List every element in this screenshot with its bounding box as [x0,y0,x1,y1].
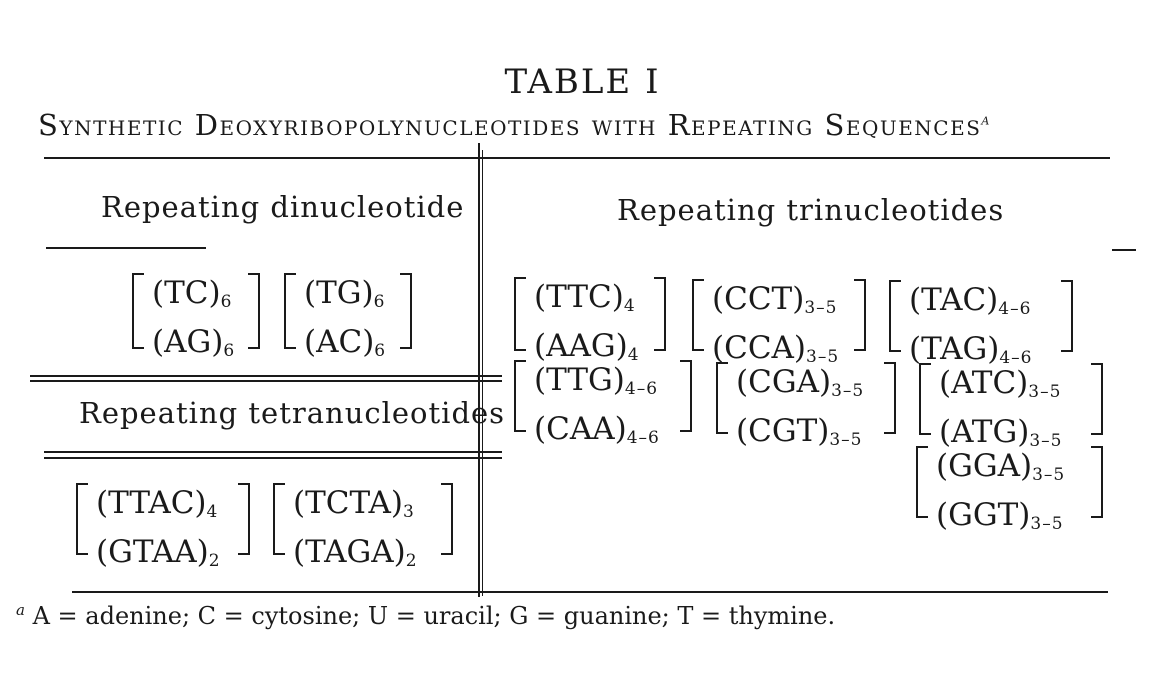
section-divider-1a [30,375,502,377]
sequence-pair: (TTC)4 (AAG)4 [514,277,666,365]
footnote-text: A = adenine; C = cytosine; U = uracil; G… [32,602,836,630]
sequence-bottom: (AG)6 [152,324,236,361]
table-title: TABLE I [504,62,661,102]
sequence-top: (TC)6 [152,275,233,312]
left-bracket [916,446,928,518]
sequence-pair: (TAC)4–6 (TAG)4–6 [889,280,1073,368]
subtitle-text: Synthetic Deoxyribopolynucleotides with … [38,108,982,142]
left-bracket [889,280,901,352]
sequence-top: (TCTA)3 [293,485,415,522]
sequence-top: (TTC)4 [534,279,636,316]
sequence-bottom: (GTAA)2 [96,534,221,571]
section-divider-2b [44,457,502,459]
right-bracket [884,362,896,434]
left-bracket [919,363,931,435]
column-divider [478,143,480,597]
sequence-pair: (TG)6 (AC)6 [284,273,412,361]
right-bracket [400,273,412,349]
sequence-top: (ATC)3–5 [939,365,1062,402]
left-bracket [514,360,526,432]
subtitle-footnote-mark: a [981,109,990,129]
left-bracket [273,483,285,555]
sequence-top: (TTAC)4 [96,485,219,522]
sequence-pair: (TCTA)3 (TAGA)2 [273,483,453,571]
sequence-pair: (GGA)3–5 (GGT)3–5 [916,446,1103,534]
sequence-pair: (CCT)3–5 (CCA)3–5 [692,279,866,367]
sequence-bottom: (AAG)4 [534,328,640,365]
sequence-pair: (TC)6 (AG)6 [132,273,260,361]
right-bracket [654,277,666,351]
sequence-top: (GGA)3–5 [936,448,1066,485]
bottom-rule [72,591,1108,593]
sequence-pair: (CGA)3–5 (CGT)3–5 [716,362,896,450]
column-divider-double [482,150,483,596]
sequence-top: (TG)6 [304,275,386,312]
right-bracket [1061,280,1073,352]
table-footnote: a A = adenine; C = cytosine; U = uracil;… [16,601,835,630]
right-bracket [248,273,260,349]
sequence-bottom: (ATG)3–5 [939,414,1063,451]
sequence-bottom: (TAGA)2 [293,534,418,571]
sequence-top: (TAC)4–6 [909,282,1032,319]
left-bracket [514,277,526,351]
section-divider-1b [30,380,502,382]
section-divider-2a [44,451,502,453]
trinucleotide-underline [1112,249,1136,251]
left-bracket [284,273,296,349]
sequence-top: (CCT)3–5 [712,281,838,318]
left-bracket [76,483,88,555]
sequence-bottom: (CGT)3–5 [736,413,863,450]
footnote-mark: a [16,601,25,619]
tetranucleotide-heading: Repeating tetranucleotides [79,396,506,430]
right-bracket [1091,446,1103,518]
right-bracket [1091,363,1103,435]
sequence-bottom: (AC)6 [304,324,387,361]
sequence-pair: (TTAC)4 (GTAA)2 [76,483,250,571]
dinucleotide-heading: Repeating dinucleotide [101,190,465,224]
right-bracket [680,360,692,432]
right-bracket [238,483,250,555]
right-bracket [854,279,866,351]
sequence-top: (CGA)3–5 [736,364,865,401]
sequence-bottom: (CCA)3–5 [712,330,840,367]
sequence-bottom: (GGT)3–5 [936,497,1064,534]
right-bracket [441,483,453,555]
sequence-pair: (ATC)3–5 (ATG)3–5 [919,363,1103,451]
trinucleotide-heading: Repeating trinucleotides [617,193,1005,227]
sequence-top: (TTG)4–6 [534,362,659,399]
sequence-pair: (TTG)4–6 (CAA)4–6 [514,360,692,448]
sequence-bottom: (TAG)4–6 [909,331,1033,368]
left-bracket [716,362,728,434]
dinucleotide-underline [46,247,206,249]
top-rule [44,157,1110,159]
left-bracket [692,279,704,351]
sequence-bottom: (CAA)4–6 [534,411,660,448]
table-subtitle: Synthetic Deoxyribopolynucleotides with … [38,108,989,142]
left-bracket [132,273,144,349]
